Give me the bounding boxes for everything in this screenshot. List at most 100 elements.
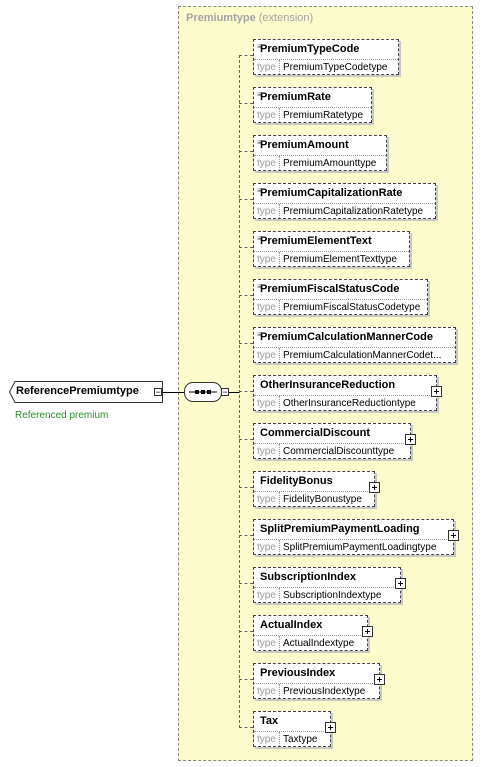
expand-icon[interactable] [448, 530, 459, 541]
attribute-marker-icon: ≡ [257, 234, 262, 243]
element-shadow [255, 267, 412, 269]
child-connector [239, 55, 253, 56]
sequence-icon [189, 390, 217, 394]
type-keyword: type [257, 350, 276, 361]
child-connector [239, 247, 253, 248]
divider [254, 203, 435, 204]
type-keyword: type [257, 302, 276, 313]
child-element-name: FidelityBonus [260, 475, 333, 487]
child-element-type: CommercialDiscounttype [283, 446, 395, 457]
child-element-type: FidelityBonustype [283, 494, 362, 505]
element-shadow [456, 329, 458, 365]
expand-icon[interactable] [325, 722, 336, 733]
element-shadow [255, 219, 438, 221]
type-keyword: type [257, 110, 276, 121]
divider [279, 252, 280, 266]
element-shadow [410, 233, 412, 269]
element-shadow [255, 747, 333, 749]
divider [279, 492, 280, 506]
child-element-type: PremiumCalculationMannerCodet... [283, 350, 442, 361]
attribute-marker-icon: ≡ [257, 90, 262, 99]
type-keyword: type [257, 446, 276, 457]
child-element-name: ActualIndex [260, 619, 323, 631]
container-title: Premiumtype (extension) [186, 12, 313, 24]
element-shadow [399, 41, 401, 77]
expand-icon[interactable] [405, 434, 416, 445]
child-element-type: SubscriptionIndextype [283, 590, 382, 601]
divider [279, 348, 280, 362]
divider [254, 107, 371, 108]
child-element-name: CommercialDiscount [260, 427, 371, 439]
expand-icon[interactable] [374, 674, 385, 685]
child-connector [239, 631, 253, 632]
child-element-name: PremiumAmount [260, 139, 349, 151]
child-connector [239, 391, 253, 392]
divider [254, 155, 386, 156]
type-keyword: type [257, 494, 276, 505]
child-element-name: Tax [260, 715, 279, 727]
divider [254, 635, 367, 636]
container-title-text: Premiumtype [186, 12, 256, 24]
attribute-marker-icon: ≡ [257, 186, 262, 195]
collapse-icon[interactable]: − [154, 387, 162, 397]
divider [279, 540, 280, 554]
element-shadow [255, 699, 382, 701]
element-shadow [255, 555, 456, 557]
divider [254, 539, 453, 540]
attribute-marker-icon: ≡ [257, 330, 262, 339]
divider [279, 108, 280, 122]
child-element-type: PremiumTypeCodetype [283, 62, 388, 73]
attribute-marker-icon: ≡ [257, 282, 262, 291]
expand-icon[interactable] [362, 626, 373, 637]
child-element-type: Taxtype [283, 734, 318, 745]
child-element-type: SplitPremiumPaymentLoadingtype [283, 542, 437, 553]
element-shadow [428, 281, 430, 317]
child-connector [239, 103, 253, 104]
element-shadow [255, 363, 458, 365]
child-element-type: PremiumAmounttype [283, 158, 377, 169]
type-keyword: type [257, 254, 276, 265]
divider [279, 204, 280, 218]
divider [279, 684, 280, 698]
element-shadow [255, 315, 430, 317]
attribute-marker-icon: ≡ [257, 42, 262, 51]
expand-icon[interactable] [369, 482, 380, 493]
child-element-type: PremiumCapitalizationRatetype [283, 206, 424, 217]
child-connector [239, 199, 253, 200]
child-connector [239, 535, 253, 536]
child-element-name: SplitPremiumPaymentLoading [260, 523, 420, 535]
child-connector [239, 583, 253, 584]
container-note: (extension) [258, 12, 314, 24]
child-connector [239, 151, 253, 152]
divider [279, 156, 280, 170]
expand-icon[interactable] [395, 578, 406, 589]
sequence-collapse-icon[interactable]: − [221, 387, 229, 397]
type-keyword: type [257, 158, 276, 169]
sequence-compositor[interactable] [184, 382, 222, 402]
element-shadow [255, 651, 370, 653]
child-element-type: PremiumRatetype [283, 110, 364, 121]
type-keyword: type [257, 686, 276, 697]
divider [279, 60, 280, 74]
divider [254, 491, 374, 492]
child-element-name: PremiumFiscalStatusCode [260, 283, 400, 295]
expand-icon[interactable] [431, 386, 442, 397]
divider [279, 444, 280, 458]
element-shadow [255, 507, 377, 509]
child-element-type: PremiumFiscalStatusCodetype [283, 302, 421, 313]
